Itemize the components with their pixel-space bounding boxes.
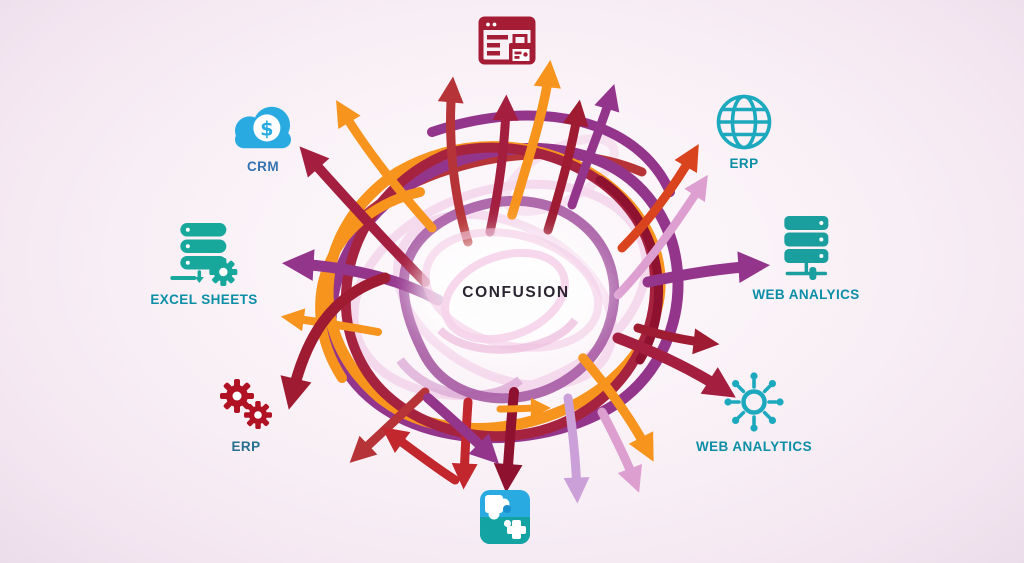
node-label: ERP <box>231 439 261 454</box>
node-crm: $ CRM <box>219 98 307 174</box>
node-label: WEB ANALYTICS <box>696 439 812 454</box>
database-gear-icon <box>166 221 242 287</box>
gears-icon <box>213 374 279 434</box>
browser-window-icon <box>478 16 536 68</box>
node-label: WEB ANALYICS <box>752 287 860 302</box>
node-integrations <box>477 487 533 547</box>
globe-icon <box>715 93 773 151</box>
svg-text:$: $ <box>260 117 273 140</box>
node-label: EXCEL SHEETS <box>150 292 258 307</box>
node-web-analytics-right: WEB ANALYICS <box>752 214 859 302</box>
tangle-arrows <box>280 59 771 504</box>
puzzle-icon <box>477 487 533 547</box>
hub-network-icon <box>722 370 786 434</box>
node-web-analytics-bottom: WEB ANALYTICS <box>696 370 812 454</box>
center-label: CONFUSION <box>462 284 570 301</box>
node-excel-sheets: EXCEL SHEETS <box>150 221 257 307</box>
center-pink-swirl <box>421 228 603 354</box>
node-label: ERP <box>729 156 759 171</box>
node-reports <box>478 16 536 68</box>
server-stack-icon <box>780 214 832 282</box>
cloud-dollar-icon: $ <box>219 98 307 154</box>
node-label: CRM <box>247 159 279 174</box>
node-erp-top: ERP <box>715 93 773 171</box>
node-erp-bottom: ERP <box>213 374 279 454</box>
